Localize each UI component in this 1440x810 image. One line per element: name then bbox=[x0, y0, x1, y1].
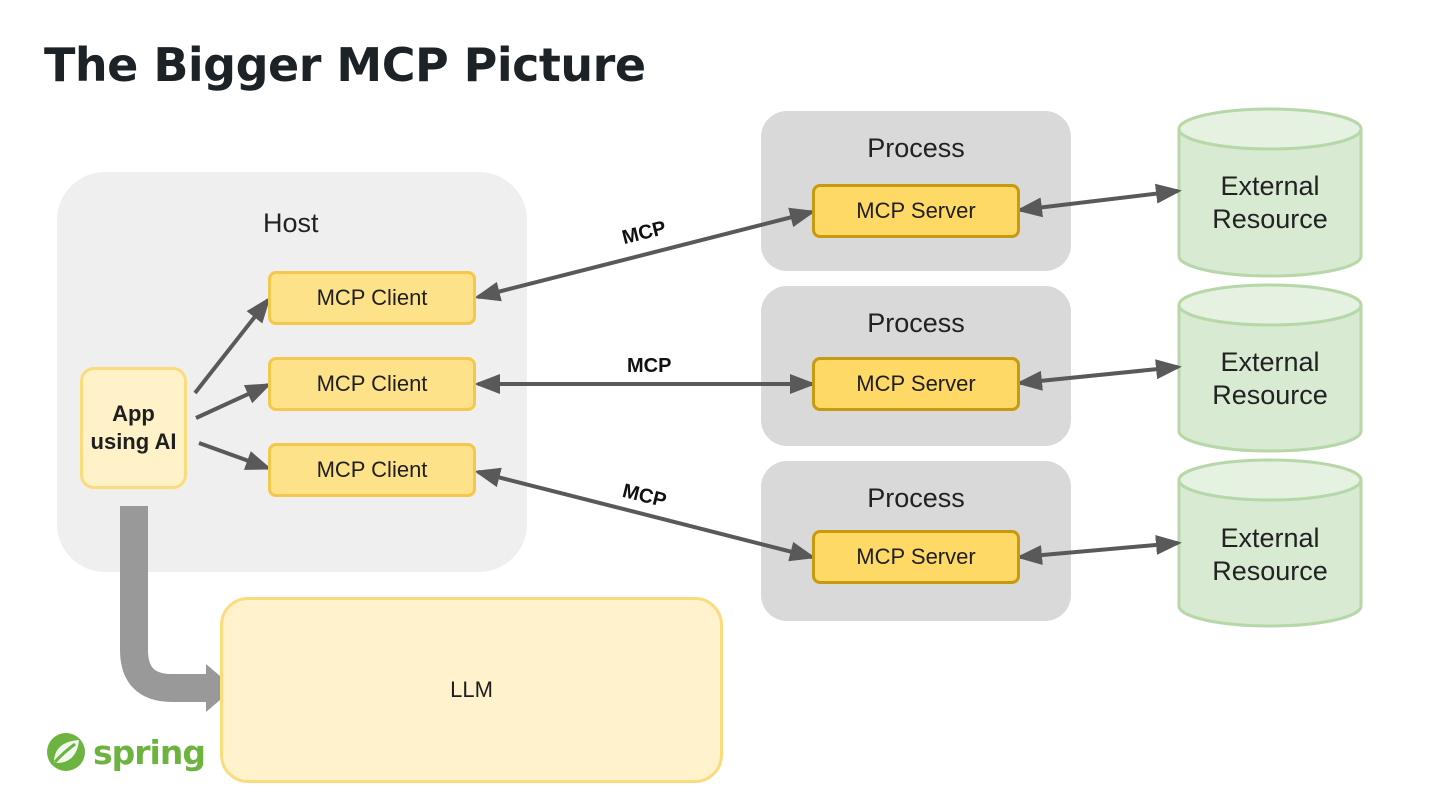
spring-leaf-icon bbox=[47, 733, 85, 771]
mcp-server-box-3: MCP Server bbox=[812, 530, 1020, 584]
external-resource-cylinder-3 bbox=[1177, 458, 1363, 628]
app-to-client-1-arrow bbox=[193, 296, 271, 395]
server-resource-3-arrow bbox=[1016, 534, 1182, 566]
page-title: The Bigger MCP Picture bbox=[44, 38, 646, 92]
mcp-server-box-2: MCP Server bbox=[812, 357, 1020, 411]
resource-line-1: External bbox=[1220, 171, 1320, 201]
resource-line-2: Resource bbox=[1212, 204, 1328, 234]
resource-line-1: External bbox=[1220, 523, 1320, 553]
external-resource-label-1: External Resource bbox=[1177, 170, 1363, 236]
process-label: Process bbox=[867, 483, 965, 513]
resource-line-2: Resource bbox=[1212, 556, 1328, 586]
process-label: Process bbox=[867, 308, 965, 338]
server-resource-1-arrow bbox=[1016, 183, 1182, 218]
mcp-client-box-2: MCP Client bbox=[268, 357, 476, 411]
app-to-client-2-arrow bbox=[195, 383, 272, 420]
mcp-connection-label-2: MCP bbox=[627, 355, 672, 377]
mcp-client-box-3: MCP Client bbox=[268, 443, 476, 497]
process-label: Process bbox=[867, 133, 965, 163]
spring-logo-text: spring bbox=[93, 732, 206, 772]
resource-line-1: External bbox=[1220, 347, 1320, 377]
mcp-client-box-1: MCP Client bbox=[268, 271, 476, 325]
server-resource-2-arrow bbox=[1016, 359, 1182, 391]
llm-box: LLM bbox=[220, 597, 723, 783]
resource-line-2: Resource bbox=[1212, 380, 1328, 410]
external-resource-label-2: External Resource bbox=[1177, 346, 1363, 412]
host-label: Host bbox=[263, 208, 319, 238]
external-resource-cylinder-2 bbox=[1177, 283, 1363, 453]
external-resource-label-3: External Resource bbox=[1177, 522, 1363, 588]
spring-logo: spring bbox=[45, 731, 206, 773]
mcp-connection-1-arrow bbox=[474, 207, 816, 302]
app-to-client-3-arrow bbox=[198, 441, 272, 470]
mcp-connection-3-arrow bbox=[474, 467, 816, 562]
mcp-server-box-1: MCP Server bbox=[812, 184, 1020, 238]
external-resource-cylinder-1 bbox=[1177, 107, 1363, 278]
app-to-llm-arrow bbox=[120, 506, 234, 712]
app-using-ai-box: App using AI bbox=[80, 367, 187, 489]
